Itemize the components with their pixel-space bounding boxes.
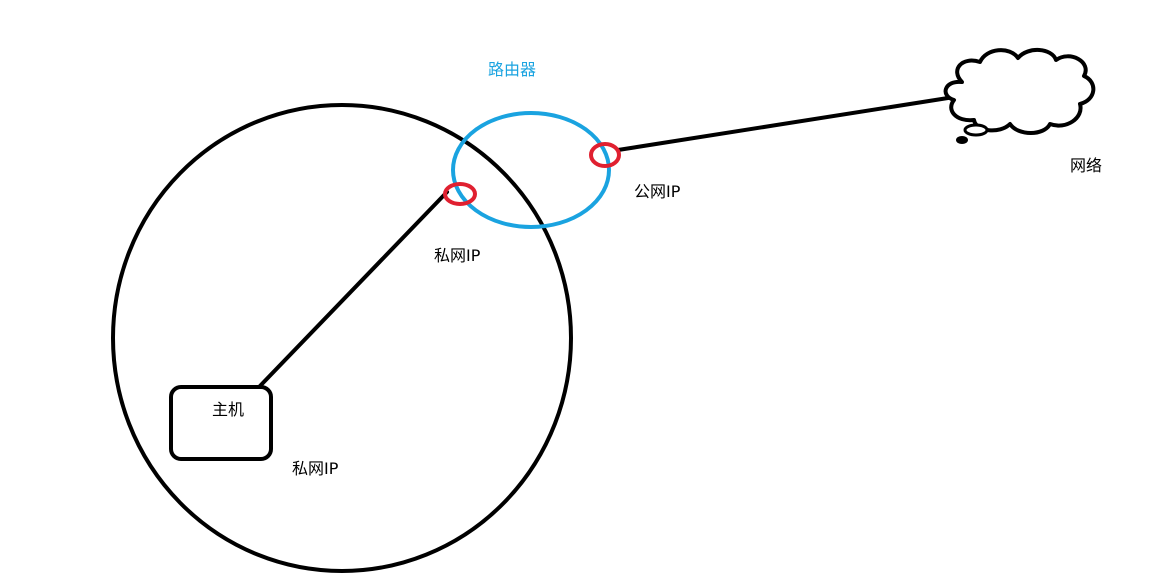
- router-private-ip-label: 私网IP: [434, 246, 481, 265]
- internet-label: 网络: [1070, 156, 1103, 175]
- router-label: 路由器: [488, 60, 537, 79]
- public-ip-label: 公网IP: [634, 182, 681, 201]
- host-router-link: [258, 190, 449, 388]
- router-private-port: [443, 182, 477, 206]
- router-public-port: [589, 142, 621, 168]
- router-circle: [451, 111, 611, 229]
- host-private-ip-label: 私网IP: [292, 459, 339, 478]
- host-label: 主机: [212, 400, 245, 419]
- cloud-icon: [943, 48, 1096, 144]
- host-box: [169, 385, 273, 461]
- router-internet-link: [616, 96, 950, 152]
- lan-boundary-circle: [111, 103, 573, 573]
